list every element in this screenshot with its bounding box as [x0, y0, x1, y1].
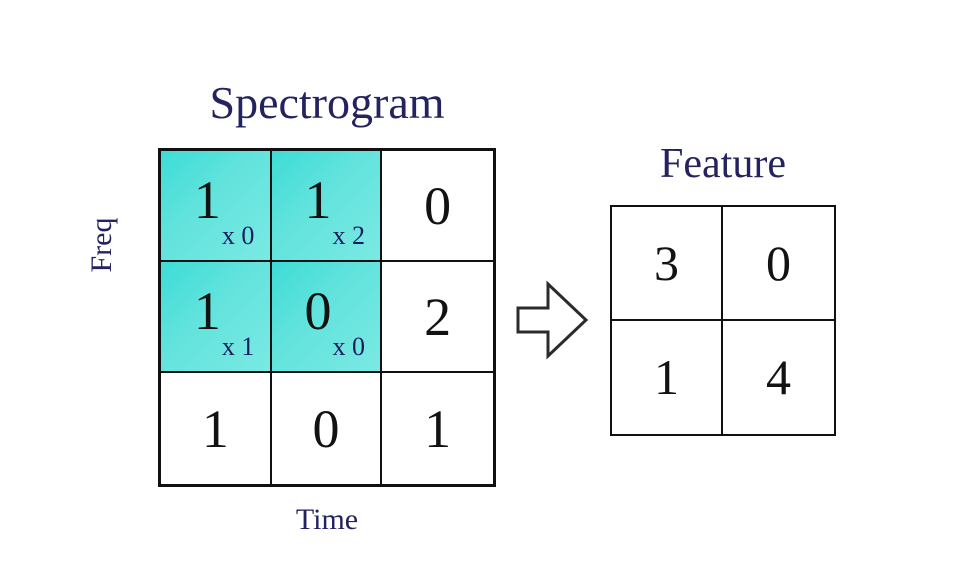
cell-content: 1	[382, 373, 493, 484]
spectrogram-title: Spectrogram	[209, 77, 445, 128]
cell-value: 2	[424, 286, 452, 347]
spectrogram-cell-r2c1[interactable]: 0	[271, 373, 383, 484]
cell-subscript: x 0	[332, 331, 365, 361]
freq-axis-label: Freq	[85, 217, 118, 273]
cell-value: 0	[424, 175, 452, 236]
cell-value: 0	[312, 398, 340, 459]
spectrogram-cell-r2c0[interactable]: 1	[161, 373, 272, 484]
feature-title: Feature	[660, 141, 786, 187]
feature-cell-r1c1[interactable]: 4	[723, 320, 834, 434]
cell-content: 0	[272, 373, 381, 484]
cell-value: 4	[766, 349, 791, 406]
cell-content: 2	[382, 262, 493, 371]
spectrogram-cell-r0c2[interactable]: 0	[382, 151, 493, 262]
cell-subscript: x 1	[221, 331, 255, 361]
feature-grid: 3 0 1 4	[610, 205, 836, 436]
cell-value: 3	[654, 234, 679, 291]
cell-content: 0	[382, 151, 493, 260]
cell-value: 1	[654, 349, 679, 406]
time-axis-label: Time	[295, 503, 359, 536]
spectrogram-cell-r2c2[interactable]: 1	[382, 373, 493, 484]
feature-cell-r1c0[interactable]: 1	[612, 320, 723, 434]
feature-cell-r0c0[interactable]: 3	[612, 207, 723, 321]
cell-subscript: x 2	[332, 220, 365, 250]
cell-value: 1	[201, 398, 229, 459]
cell-content: 1	[161, 373, 270, 484]
cell-value: 0	[766, 234, 791, 291]
feature-cell-r0c1[interactable]: 0	[723, 207, 834, 321]
spectrogram-cell-r1c2[interactable]: 2	[382, 262, 493, 373]
block-arrow-right-icon	[514, 280, 590, 360]
cell-subscript: x 0	[221, 220, 255, 250]
cell-value: 1	[424, 398, 452, 459]
